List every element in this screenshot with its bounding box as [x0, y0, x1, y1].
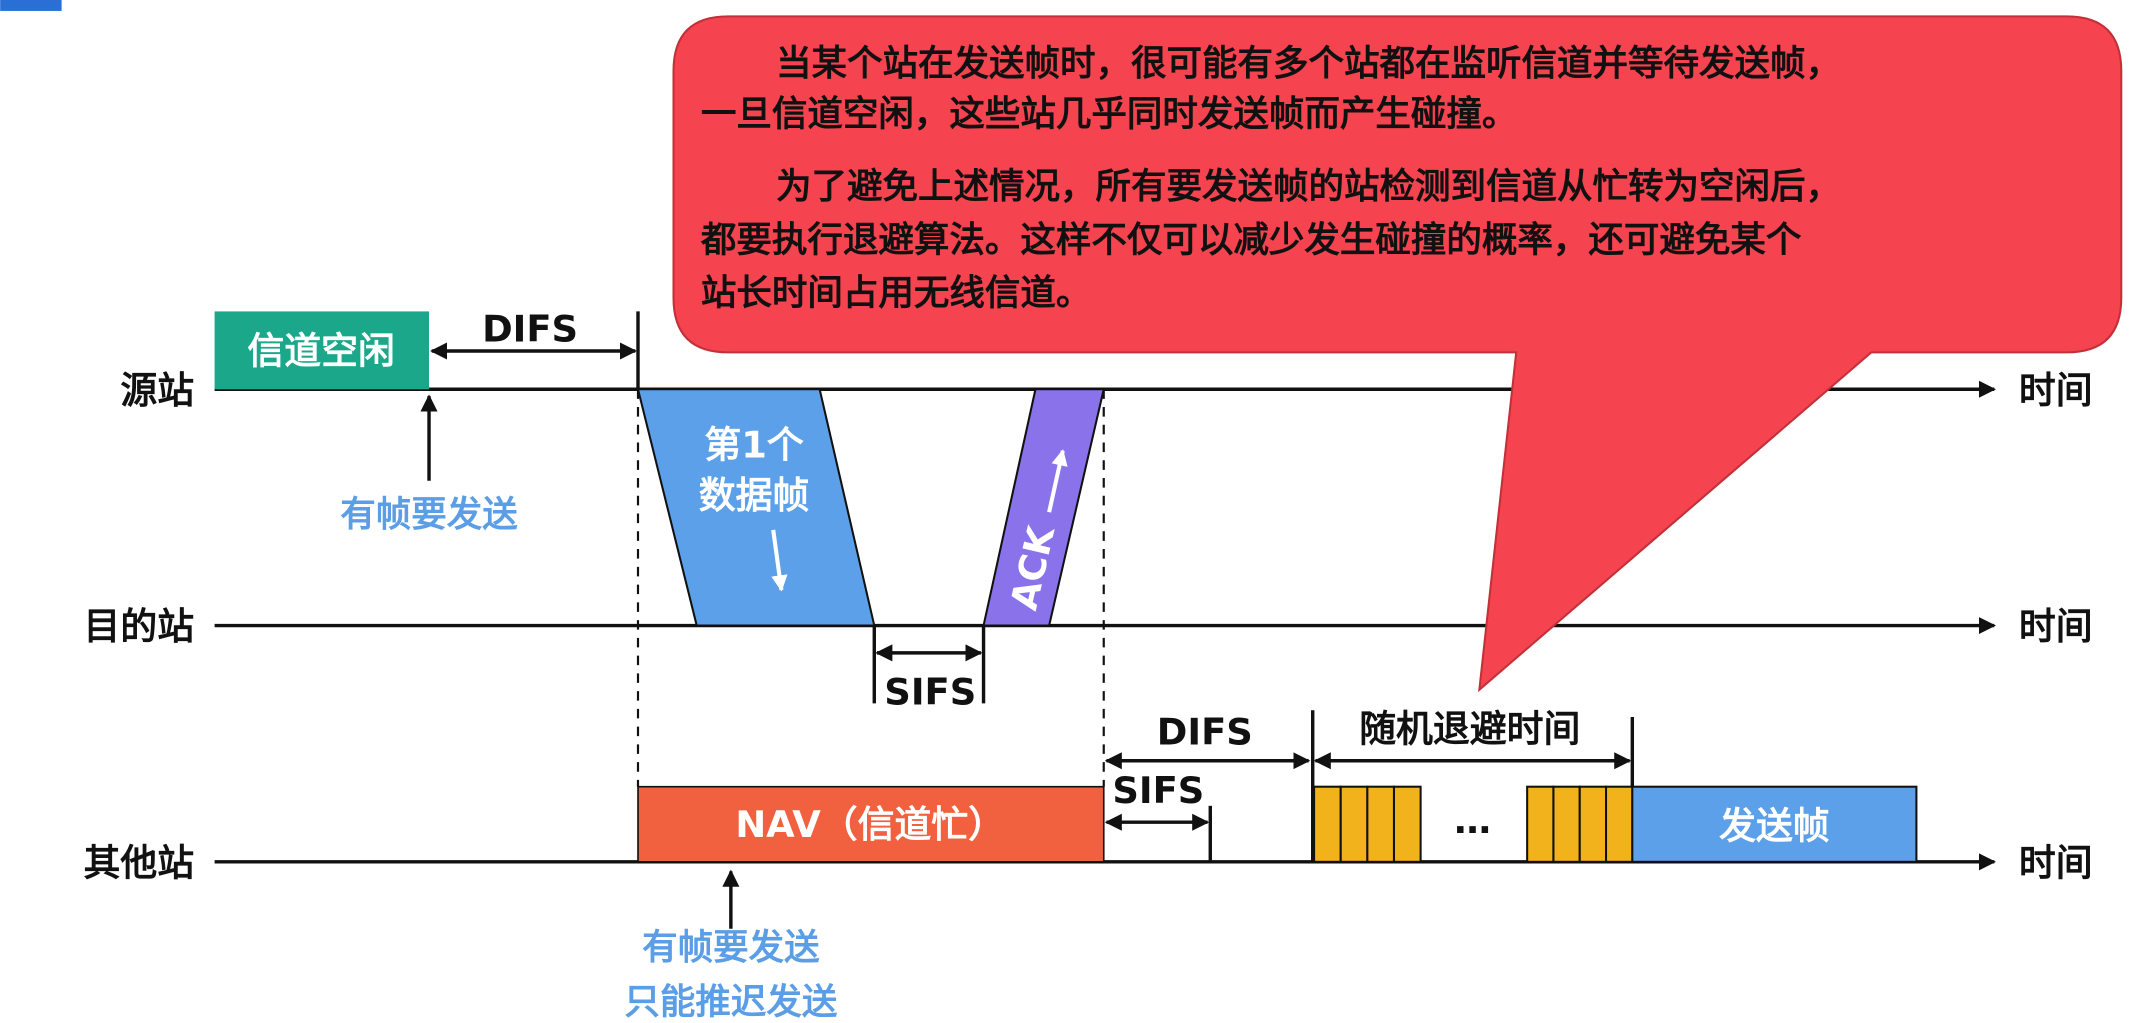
has-frame-label-source: 有帧要发送 [340, 494, 518, 535]
callout-line-3: 为了避免上述情况，所有要发送帧的站检测到信道从忙转为空闲后， [776, 166, 1841, 207]
others-note-line2: 只能推迟发送 [624, 981, 838, 1022]
time-label-source: 时间 [2019, 369, 2093, 412]
backoff-ellipsis: … [1454, 799, 1491, 842]
backoff-slot [1392, 785, 1422, 863]
others-note-line1: 有帧要发送 [642, 927, 820, 968]
channel-idle-label: 信道空闲 [247, 329, 394, 372]
backoff-label: 随机退避时间 [1359, 708, 1580, 751]
station-label-others: 其他站 [84, 841, 195, 884]
send-frame-box [1631, 785, 1918, 863]
others-difs-label: DIFS [1157, 710, 1253, 753]
nav-box [637, 785, 1105, 863]
backoff-slot [1526, 785, 1555, 863]
channel-idle-box [214, 311, 430, 390]
backoff-slots-group-2 [1526, 785, 1634, 863]
callout-bubble [672, 15, 2123, 693]
time-label-others: 时间 [2019, 841, 2093, 884]
explanation-callout: 当某个站在发送帧时，很可能有多个站都在监听信道并等待发送帧， 一旦信道空闲，这些… [672, 15, 2123, 693]
ack-frame-shape [982, 388, 1106, 627]
backoff-slot [1366, 785, 1396, 863]
time-label-destination: 时间 [2019, 605, 2093, 648]
data-frame-label-line1: 第1个 [704, 424, 804, 467]
callout-line-1: 当某个站在发送帧时，很可能有多个站都在监听信道并等待发送帧， [776, 43, 1841, 84]
nav-label: NAV（信道忙） [735, 803, 1005, 846]
slide-tab-marker [0, 0, 62, 11]
backoff-slots-group-1 [1313, 785, 1422, 863]
sifs-label: SIFS [884, 671, 976, 714]
difs-label-source: DIFS [482, 307, 578, 350]
data-frame-label-line2: 数据帧 [699, 474, 810, 517]
backoff-slot [1604, 785, 1634, 863]
ack-up-arrow-icon [1047, 449, 1068, 513]
backoff-slot [1313, 785, 1342, 863]
callout-line-5: 站长时间占用无线信道。 [701, 273, 1092, 314]
station-label-source: 源站 [120, 369, 194, 412]
station-label-destination: 目的站 [84, 605, 195, 648]
backoff-slot [1339, 785, 1369, 863]
data-frame-down-arrow-icon [771, 529, 788, 592]
callout-line-2: 一旦信道空闲，这些站几乎同时发送帧而产生碰撞。 [701, 94, 1518, 135]
others-sifs-label: SIFS [1112, 769, 1204, 812]
send-frame-label: 发送帧 [1719, 805, 1830, 848]
backoff-slot [1552, 785, 1581, 863]
callout-line-4: 都要执行退避算法。这样不仅可以减少发生碰撞的概率，还可避免某个 [700, 219, 1802, 260]
backoff-slot [1578, 785, 1608, 863]
